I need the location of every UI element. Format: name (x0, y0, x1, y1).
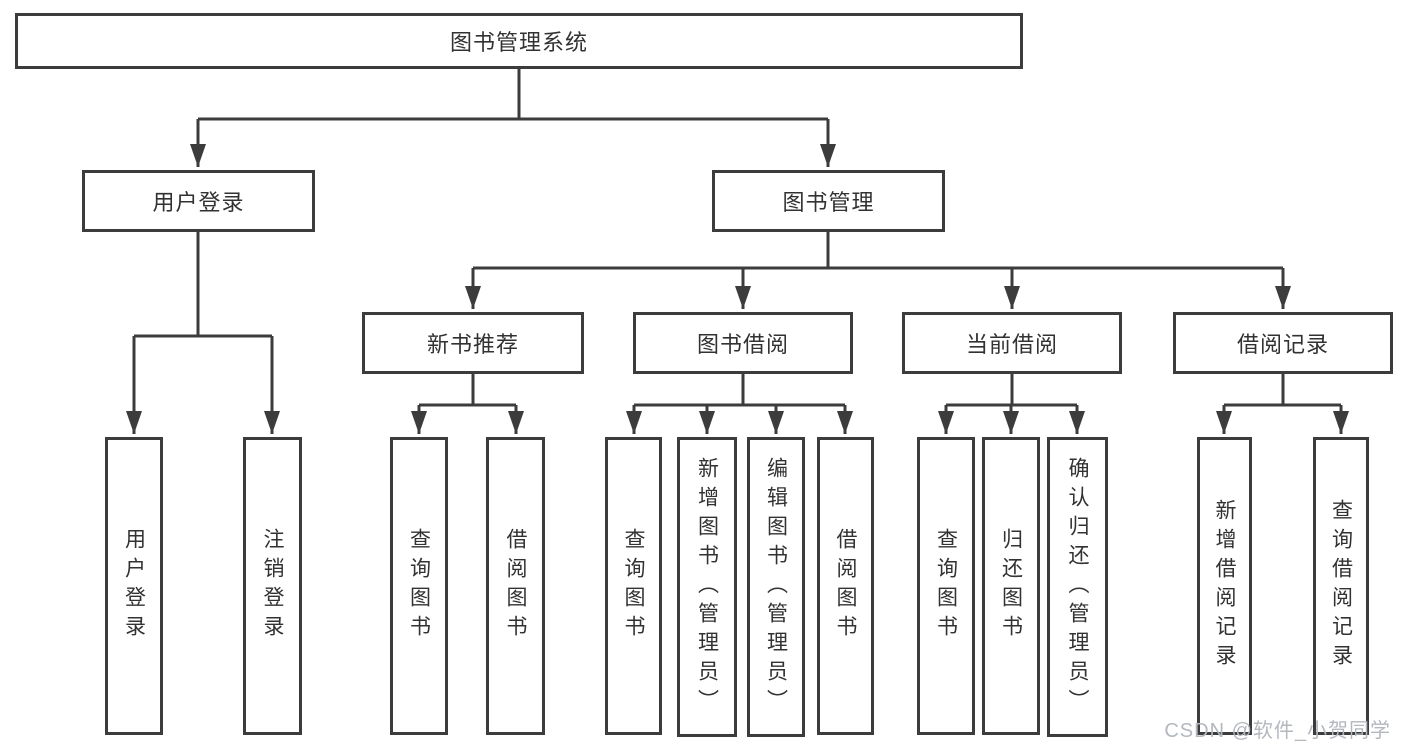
connector-book-management-split (465, 232, 1291, 309)
leaf-label: 归还图书 (999, 528, 1023, 644)
leaf-label: 确认归还（管理员） (1066, 456, 1089, 718)
leaf-label: 编辑图书（管理员） (764, 456, 788, 718)
leaf-label: 用户登录 (122, 528, 146, 644)
leaf-query-book-1: 查询图书 (390, 437, 448, 735)
leaf-add-book-admin: 新增图书（管理员） (677, 437, 737, 737)
leaf-label: 查询图书 (934, 528, 958, 644)
leaf-label: 查询图书 (407, 528, 431, 644)
leaf-confirm-return-admin: 确认归还（管理员） (1047, 437, 1108, 737)
leaf-query-borrow-record: 查询借阅记录 (1313, 437, 1369, 735)
leaf-label: 注销登录 (261, 528, 284, 644)
node-root-label: 图书管理系统 (449, 30, 588, 55)
node-label: 借阅记录 (1236, 332, 1329, 357)
node-label: 图书管理 (782, 190, 875, 215)
node-book-management-branch: 图书管理 (712, 170, 945, 232)
connector-root-split (190, 66, 836, 167)
leaf-label: 查询借阅记录 (1329, 499, 1353, 673)
node-borrow-record: 借阅记录 (1173, 312, 1393, 374)
leaf-user-login: 用户登录 (105, 437, 163, 735)
leaf-query-book-3: 查询图书 (917, 437, 975, 735)
connector-user-login-split (126, 232, 280, 434)
node-label: 新书推荐 (426, 332, 519, 357)
connector-borrow-record-split (1216, 374, 1349, 434)
leaf-return-book: 归还图书 (982, 437, 1040, 735)
node-current-borrow: 当前借阅 (902, 312, 1122, 374)
node-book-borrow: 图书借阅 (633, 312, 853, 374)
leaf-label: 借阅图书 (504, 528, 527, 644)
node-root-system: 图书管理系统 (15, 13, 1023, 69)
connector-new-book-split (411, 374, 524, 434)
node-label: 图书借阅 (696, 332, 789, 357)
leaf-query-book-2: 查询图书 (605, 437, 662, 735)
leaf-label: 借阅图书 (834, 528, 857, 644)
leaf-label: 新增图书（管理员） (695, 456, 719, 718)
node-label: 当前借阅 (965, 332, 1058, 357)
connector-current-borrow-split (938, 374, 1085, 434)
leaf-borrow-book-1: 借阅图书 (486, 437, 545, 735)
node-new-book-recommend: 新书推荐 (362, 312, 584, 374)
leaf-edit-book-admin: 编辑图书（管理员） (747, 437, 805, 737)
leaf-borrow-book-2: 借阅图书 (817, 437, 874, 735)
leaf-add-borrow-record: 新增借阅记录 (1197, 437, 1252, 735)
connector-book-borrow-split (626, 374, 853, 434)
leaf-label: 新增借阅记录 (1213, 499, 1236, 673)
node-label: 用户登录 (152, 190, 245, 215)
node-user-login-branch: 用户登录 (82, 170, 315, 232)
leaf-label: 查询图书 (622, 528, 645, 644)
leaf-logout: 注销登录 (243, 437, 302, 735)
